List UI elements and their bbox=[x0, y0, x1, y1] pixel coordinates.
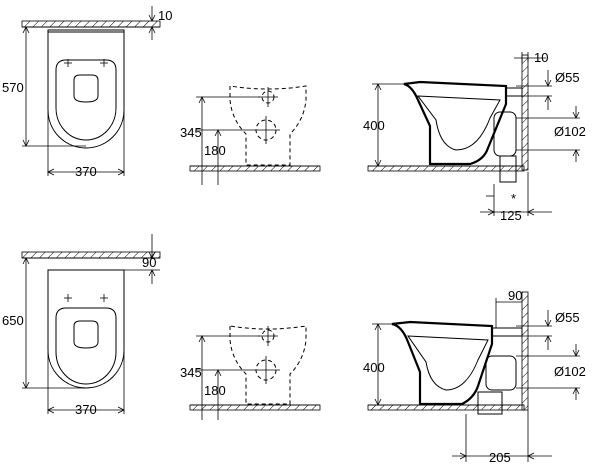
floor-hatch bbox=[189, 404, 321, 411]
outlet-pipe bbox=[493, 111, 517, 157]
bowl-trap bbox=[407, 335, 489, 391]
side-a-outlet-diameter-label: Ø102 bbox=[554, 124, 586, 139]
front-b-upper-height-label: 345 bbox=[180, 365, 202, 380]
front-view-b bbox=[189, 325, 321, 420]
outlet-pipe-down bbox=[477, 391, 503, 415]
front-b-lower-height-label: 180 bbox=[204, 383, 226, 398]
front-outline-dashed bbox=[229, 325, 307, 405]
front-a-lower-height-label: 180 bbox=[204, 143, 226, 158]
fixing-cross-right-icon bbox=[100, 59, 108, 67]
front-a-upper-height-label: 345 bbox=[180, 125, 202, 140]
side-b-outlet-distance-label: 205 bbox=[489, 450, 511, 465]
bowl-profile bbox=[391, 320, 494, 406]
outlet-circle-upper-icon bbox=[258, 326, 278, 346]
side-b-inlet-diameter-label: Ø55 bbox=[555, 310, 580, 325]
bowl-opening bbox=[73, 74, 99, 103]
bowl-profile bbox=[403, 80, 508, 166]
side-view-a bbox=[367, 52, 580, 216]
fixing-cross-left-icon bbox=[64, 294, 72, 302]
seat-outline bbox=[55, 59, 117, 141]
side-b-height-label: 400 bbox=[363, 360, 385, 375]
plan-a-length-label: 570 bbox=[2, 80, 24, 95]
side-a-height-label: 400 bbox=[363, 118, 385, 133]
variant-b-group: 650 370 90 345 180 bbox=[2, 234, 586, 465]
floor-hatch bbox=[367, 165, 525, 172]
bowl-outline bbox=[47, 29, 125, 149]
outlet-circle-lower-icon bbox=[252, 116, 280, 144]
outlet-pipe-down bbox=[499, 155, 517, 183]
bowl-outline bbox=[47, 269, 125, 389]
wall-hatch bbox=[21, 251, 161, 259]
side-a-outlet-distance-label: 125 bbox=[500, 208, 522, 223]
side-view-b bbox=[367, 291, 580, 462]
inlet-connector bbox=[491, 327, 523, 337]
side-b-outlet-diameter-label: Ø102 bbox=[554, 364, 586, 379]
inlet-connector bbox=[505, 87, 523, 97]
wall-hatch bbox=[21, 20, 161, 28]
floor-hatch bbox=[189, 165, 321, 172]
side-a-note-marker: * bbox=[511, 191, 516, 206]
plan-a-wall-offset-label: 10 bbox=[158, 8, 172, 23]
side-a-inlet-diameter-label: Ø55 bbox=[555, 70, 580, 85]
fixing-cross-right-icon bbox=[100, 294, 108, 302]
seat-outline bbox=[55, 307, 117, 385]
plan-a-width-label: 370 bbox=[75, 164, 97, 179]
plan-b-wall-offset-label: 90 bbox=[142, 255, 156, 270]
wall-hatch-side bbox=[521, 54, 529, 171]
outlet-circle-lower-icon bbox=[252, 356, 280, 384]
front-view-a bbox=[189, 85, 321, 185]
variant-a-group: 570 370 10 345 1 bbox=[2, 6, 586, 223]
plan-view-b bbox=[21, 234, 161, 414]
side-b-wall-offset-label: 90 bbox=[508, 288, 522, 303]
outlet-circle-upper-icon bbox=[258, 87, 278, 107]
wall-hatch-side bbox=[521, 291, 529, 411]
plan-b-width-label: 370 bbox=[75, 402, 97, 417]
fixing-cross-left-icon bbox=[64, 59, 72, 67]
outlet-pipe bbox=[485, 355, 517, 391]
plan-view-a bbox=[21, 6, 161, 176]
plan-b-length-label: 650 bbox=[2, 313, 24, 328]
bowl-opening bbox=[73, 320, 99, 349]
floor-hatch bbox=[367, 404, 525, 411]
bowl-trap bbox=[416, 95, 501, 151]
side-a-wall-offset-label: 10 bbox=[534, 50, 548, 65]
